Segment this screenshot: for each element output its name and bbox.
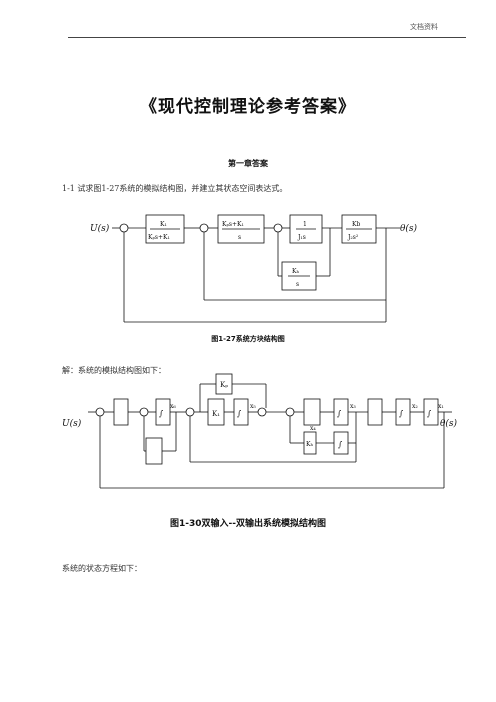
svg-text:Kₕ: Kₕ bbox=[292, 268, 299, 275]
svg-text:U(s): U(s) bbox=[90, 223, 110, 234]
svg-text:Kb: Kb bbox=[352, 221, 360, 228]
state-equation-intro: 系统的状态方程如下： bbox=[62, 564, 142, 573]
svg-text:J₁s: J₁s bbox=[297, 234, 306, 241]
svg-text:x₂: x₂ bbox=[412, 403, 418, 410]
solution-text: 解：系统的模拟结构图如下： bbox=[62, 366, 166, 375]
svg-text:1: 1 bbox=[303, 221, 307, 228]
svg-text:K₁: K₁ bbox=[160, 221, 167, 228]
svg-text:∫: ∫ bbox=[337, 409, 342, 418]
svg-text:Kₚs+K₁: Kₚs+K₁ bbox=[148, 234, 170, 241]
svg-text:θ(s): θ(s) bbox=[400, 223, 418, 234]
svg-text:∫: ∫ bbox=[159, 409, 164, 418]
svg-text:x₃: x₃ bbox=[350, 403, 356, 410]
svg-text:s: s bbox=[296, 281, 299, 288]
svg-text:Kₕ: Kₕ bbox=[306, 441, 313, 448]
svg-text:x₆: x₆ bbox=[170, 403, 176, 410]
svg-text:x₅: x₅ bbox=[250, 403, 256, 410]
chapter-heading: 第一章答案 bbox=[228, 159, 268, 168]
header-divider bbox=[68, 37, 466, 38]
svg-text:θ(s): θ(s) bbox=[440, 418, 458, 429]
problem-statement: 1-1 试求图1-27系统的模拟结构图，并建立其状态空间表达式。 bbox=[62, 184, 288, 193]
svg-text:J₂s²: J₂s² bbox=[347, 234, 359, 241]
svg-text:x₄: x₄ bbox=[310, 425, 316, 432]
svg-text:∫: ∫ bbox=[338, 440, 343, 449]
svg-text:K₁: K₁ bbox=[212, 410, 220, 418]
figure-caption-2: 图1-30双输入--双输出系统模拟结构图 bbox=[170, 519, 326, 529]
svg-text:∫: ∫ bbox=[427, 409, 432, 418]
svg-text:x₁: x₁ bbox=[438, 403, 444, 410]
svg-text:Kₚs+K₁: Kₚs+K₁ bbox=[222, 221, 244, 228]
figure-caption-1: 图1-27系统方块结构图 bbox=[211, 335, 285, 343]
svg-text:U(s): U(s) bbox=[62, 418, 82, 429]
header-label: 文档资料 bbox=[410, 23, 438, 31]
document-title: 《现代控制理论参考答案》 bbox=[140, 97, 356, 117]
svg-text:∫: ∫ bbox=[399, 409, 404, 418]
svg-text:s: s bbox=[238, 234, 241, 241]
svg-text:Kₚ: Kₚ bbox=[220, 381, 228, 389]
svg-text:∫: ∫ bbox=[237, 409, 242, 418]
